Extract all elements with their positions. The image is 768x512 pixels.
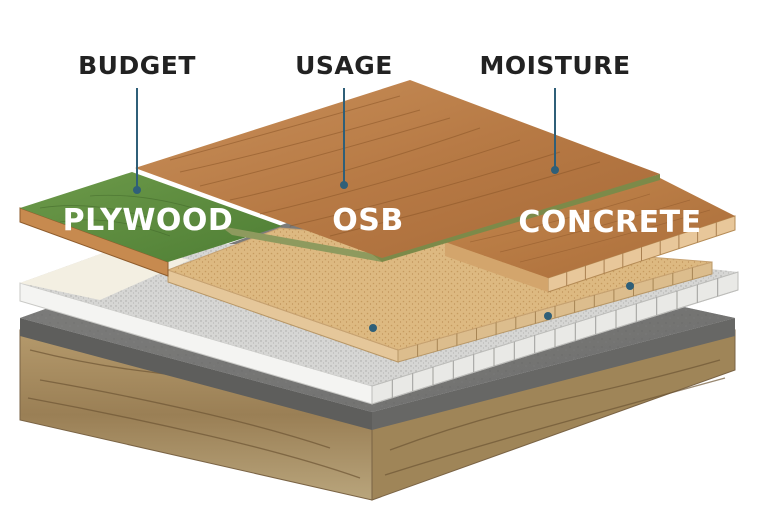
moisture-pointer-dot — [551, 166, 559, 174]
plywood-label: PLYWOOD — [63, 203, 234, 238]
soil-base-layer — [19, 329, 736, 501]
concrete-label: CONCRETE — [518, 205, 701, 240]
concrete-wood-board — [445, 178, 736, 293]
gravel-layer-dot — [544, 312, 552, 320]
usage-header: USAGE — [295, 51, 393, 80]
pointer-lines — [133, 88, 634, 332]
slab-layer-dot — [626, 282, 634, 290]
plywood-strip-layer — [19, 172, 282, 277]
moisture-header: MOISTURE — [479, 51, 630, 80]
osb-layer-dot — [369, 324, 377, 332]
osb-label: OSB — [332, 203, 403, 238]
budget-pointer-dot — [133, 186, 141, 194]
budget-header: BUDGET — [78, 51, 196, 80]
top-wood-board — [135, 80, 660, 262]
usage-pointer-dot — [340, 181, 348, 189]
